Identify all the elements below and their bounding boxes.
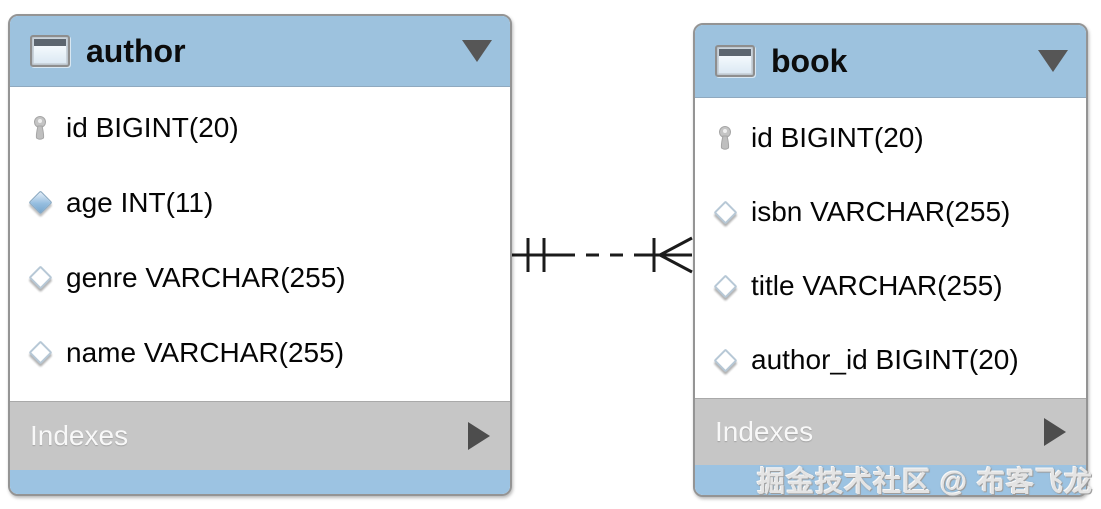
- collapse-arrow-icon[interactable]: [462, 40, 492, 62]
- column-label: title VARCHAR(255): [751, 270, 1003, 301]
- table-author-header[interactable]: author: [10, 16, 510, 87]
- indexes-bar[interactable]: Indexes: [695, 398, 1086, 465]
- column-row[interactable]: id BIGINT(20): [10, 90, 510, 165]
- column-label: age INT(11): [66, 186, 214, 218]
- column-row[interactable]: title VARCHAR(255): [695, 249, 1086, 323]
- not-null-diamond-icon: [26, 190, 54, 215]
- table-author[interactable]: author id BIGINT(20) age INT(11): [8, 14, 512, 496]
- table-name: book: [771, 42, 848, 79]
- table-book-header[interactable]: book: [695, 25, 1086, 98]
- indexes-bar[interactable]: Indexes: [10, 401, 510, 470]
- table-book-columns: id BIGINT(20) isbn VARCHAR(255) title VA…: [695, 98, 1086, 398]
- column-row[interactable]: name VARCHAR(255): [10, 315, 510, 390]
- column-row[interactable]: author_id BIGINT(20): [695, 323, 1086, 397]
- primary-key-icon: [711, 125, 739, 151]
- table-book[interactable]: book id BIGINT(20) isbn VARCHAR(255): [693, 23, 1088, 497]
- column-label: id BIGINT(20): [751, 122, 924, 153]
- watermark: 掘金技术社区 @ 布客飞龙: [757, 466, 1093, 497]
- expand-arrow-icon[interactable]: [1044, 418, 1066, 446]
- column-label: author_id BIGINT(20): [751, 344, 1019, 375]
- nullable-diamond-icon: [711, 273, 739, 299]
- expand-arrow-icon[interactable]: [468, 422, 490, 450]
- column-label: genre VARCHAR(255): [66, 261, 346, 293]
- column-row[interactable]: isbn VARCHAR(255): [695, 175, 1086, 249]
- column-label: id BIGINT(20): [66, 111, 239, 143]
- column-row[interactable]: age INT(11): [10, 165, 510, 240]
- primary-key-icon: [26, 115, 54, 141]
- table-icon: [30, 35, 70, 67]
- table-footer: [10, 470, 510, 494]
- nullable-diamond-icon: [711, 347, 739, 373]
- indexes-label: Indexes: [715, 416, 814, 447]
- nullable-diamond-icon: [26, 265, 54, 290]
- column-label: isbn VARCHAR(255): [751, 196, 1011, 227]
- nullable-diamond-icon: [26, 340, 54, 365]
- nullable-diamond-icon: [711, 199, 739, 225]
- table-name: author: [86, 32, 186, 69]
- column-label: name VARCHAR(255): [66, 336, 345, 368]
- table-icon: [715, 45, 755, 77]
- column-row[interactable]: genre VARCHAR(255): [10, 240, 510, 315]
- collapse-arrow-icon[interactable]: [1038, 50, 1068, 72]
- column-row[interactable]: id BIGINT(20): [695, 101, 1086, 175]
- table-footer: [695, 465, 1086, 495]
- indexes-label: Indexes: [30, 420, 129, 451]
- table-author-columns: id BIGINT(20) age INT(11) genre VARCHAR(…: [10, 87, 510, 401]
